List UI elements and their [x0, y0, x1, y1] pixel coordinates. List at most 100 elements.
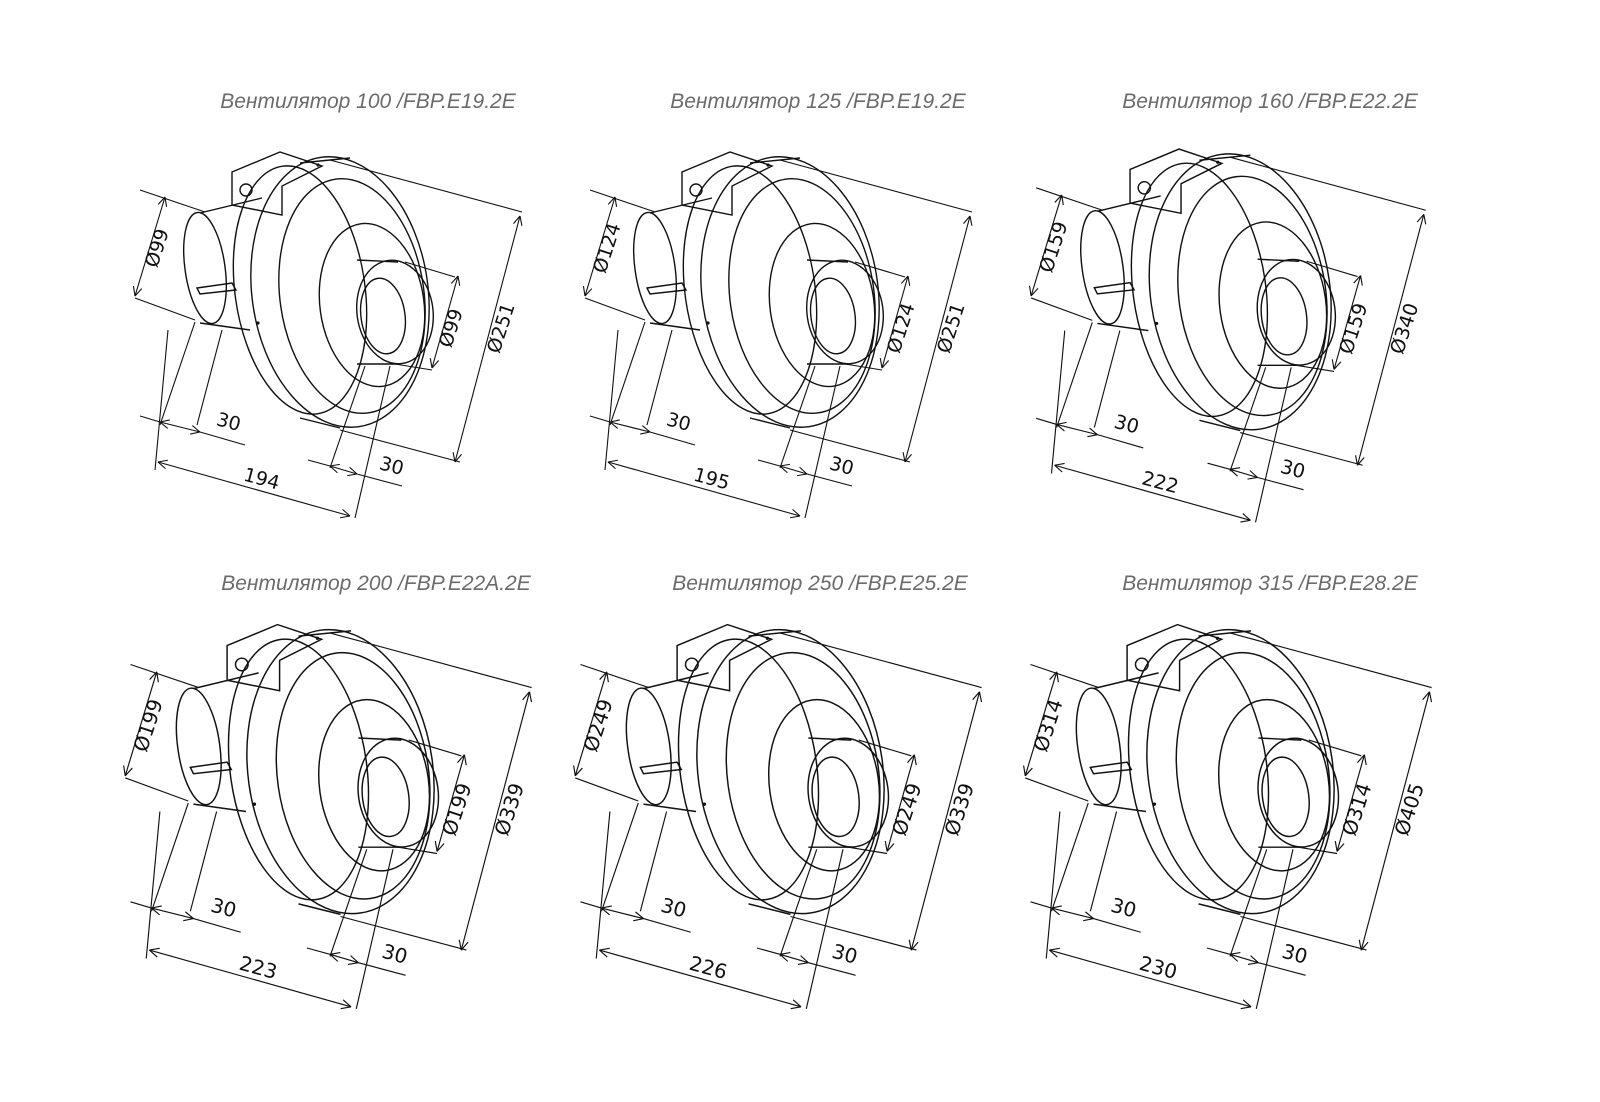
arrowhead — [522, 691, 530, 701]
arrowhead — [436, 843, 445, 852]
extension-line — [609, 321, 646, 426]
arrowhead — [641, 425, 651, 433]
dimension-line — [601, 907, 644, 920]
arrowhead — [640, 431, 651, 435]
arrowhead — [1428, 691, 1433, 703]
arrowhead — [1416, 213, 1425, 223]
arrowhead — [1049, 671, 1058, 680]
outlet-inner — [1261, 756, 1310, 838]
rivet — [766, 163, 770, 167]
arrowhead — [431, 360, 440, 369]
arrowhead — [1085, 911, 1094, 920]
inlet-duct-edge — [643, 672, 709, 690]
arrowhead — [1056, 671, 1059, 683]
body-ring — [728, 178, 876, 414]
dimension-line — [134, 196, 166, 297]
outlet-duct — [805, 259, 885, 365]
dimension-line — [151, 907, 194, 920]
body-ring — [278, 178, 426, 414]
extension-line — [1036, 187, 1103, 211]
extension-line — [1030, 663, 1099, 689]
arrowhead — [633, 918, 644, 922]
outlet-length-label: 30 — [1278, 455, 1308, 484]
total-length-label: 223 — [237, 951, 280, 984]
arrowhead — [907, 275, 911, 286]
outlet-collar — [1217, 698, 1331, 872]
arrowhead — [190, 431, 201, 435]
arrowhead — [584, 288, 593, 297]
dimension-line — [157, 461, 351, 517]
arrowhead — [1242, 513, 1251, 521]
outlet-length-label: 30 — [377, 452, 406, 480]
arrowhead — [800, 955, 809, 964]
outlet-inner — [811, 756, 860, 838]
extension-line — [646, 329, 673, 426]
arrowhead — [329, 952, 341, 955]
arrowhead — [159, 419, 170, 423]
extension-line — [779, 159, 973, 213]
dimension-line — [1049, 949, 1252, 1008]
dimension-line — [159, 421, 201, 433]
outlet-collar — [318, 222, 426, 388]
body-front — [246, 628, 435, 915]
arrowhead — [779, 463, 790, 467]
dimension-line — [454, 215, 521, 463]
dimension-line — [1024, 671, 1058, 776]
outlet-duct — [355, 259, 435, 365]
extension-line — [355, 849, 394, 1010]
arrowhead — [1360, 275, 1363, 286]
arrowhead — [191, 425, 201, 433]
extension-line — [1093, 918, 1141, 933]
inlet-duct-edge — [649, 197, 713, 214]
arrowhead — [151, 905, 162, 909]
outlet-inner — [809, 277, 857, 355]
arrowhead — [601, 905, 612, 909]
inlet-duct-end — [1075, 687, 1122, 806]
arrowhead — [123, 765, 126, 776]
extension-line — [1089, 811, 1118, 912]
dimension-line — [609, 421, 651, 433]
arrowhead — [454, 454, 462, 463]
extension-line — [806, 473, 853, 487]
arrowhead — [1363, 754, 1367, 766]
dimension-line — [1030, 194, 1063, 297]
body-back — [227, 638, 370, 901]
arrowhead — [151, 907, 160, 916]
arrowhead — [1355, 455, 1359, 466]
total-length-label: 195 — [691, 464, 732, 495]
arrowhead — [347, 473, 358, 477]
inlet-duct-edge — [1097, 195, 1161, 212]
arrowhead — [582, 286, 586, 297]
extension-line — [1240, 432, 1363, 466]
extension-line — [196, 329, 223, 426]
rivet — [256, 321, 260, 325]
dimension-line — [910, 691, 981, 951]
extension-line — [1308, 739, 1362, 757]
total-length-label: 230 — [1137, 951, 1180, 984]
extension-line — [139, 189, 206, 213]
outlet-diameter-label: Ø124 — [883, 300, 920, 356]
inlet-diameter-label: Ø159 — [1034, 219, 1072, 276]
arrowhead — [607, 461, 616, 470]
arrowhead — [779, 952, 791, 955]
arrowhead — [779, 953, 789, 962]
arrowhead — [1360, 941, 1369, 951]
arrowhead — [1083, 918, 1094, 922]
arrowhead — [1249, 470, 1258, 478]
inlet-duct-edge — [193, 803, 247, 813]
extension-line — [589, 189, 656, 213]
extension-line — [134, 297, 196, 321]
extension-line — [756, 947, 781, 955]
extension-line — [1229, 367, 1267, 472]
outlet-diameter-label: Ø199 — [437, 780, 476, 839]
arrowhead — [1331, 359, 1335, 370]
dimension-line — [574, 671, 608, 776]
extension-line — [1240, 915, 1367, 951]
rivet — [1215, 636, 1220, 640]
extension-line — [789, 429, 911, 463]
extension-line — [329, 632, 532, 689]
arrowhead — [1422, 691, 1430, 701]
outlet-diameter-label: Ø99 — [435, 306, 468, 350]
